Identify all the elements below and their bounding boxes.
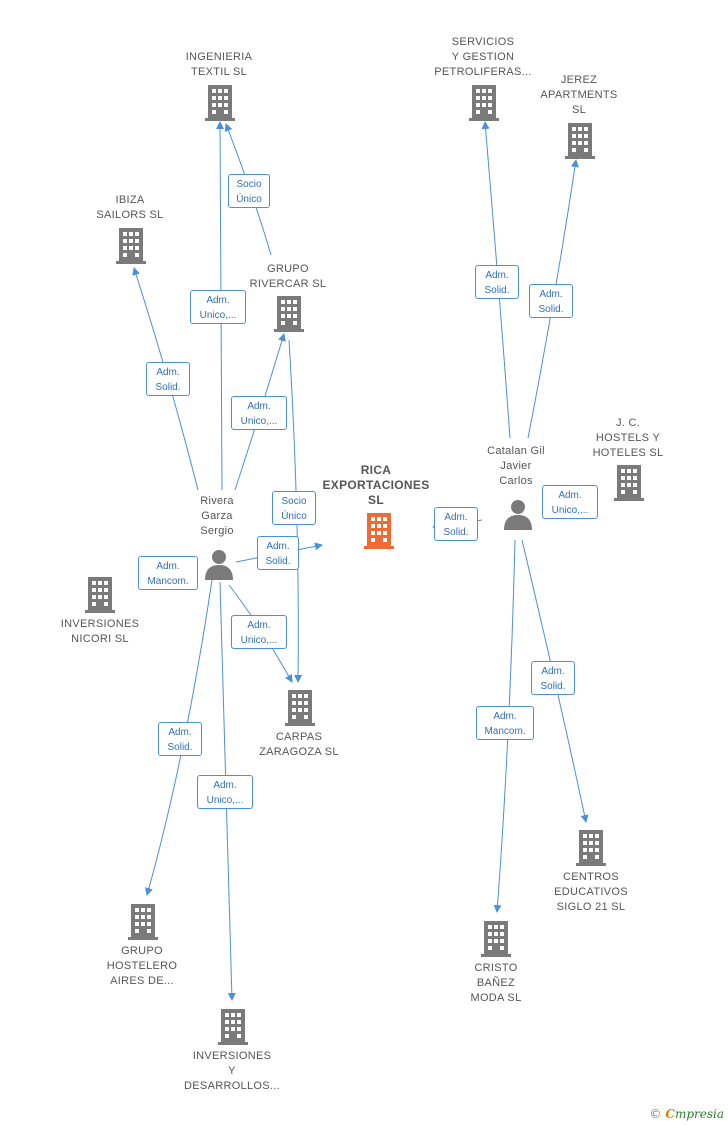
building-icon[interactable]: [576, 830, 606, 866]
relation-label[interactable]: Adm. Mancom.: [476, 706, 534, 740]
relation-label[interactable]: Adm. Solid.: [531, 661, 575, 695]
relation-label[interactable]: Adm. Solid.: [257, 536, 299, 570]
relation-label[interactable]: Socio Único: [272, 491, 316, 525]
building-icon[interactable]: [285, 690, 315, 726]
building-icon[interactable]: [614, 465, 644, 501]
company-label-hostelero[interactable]: GRUPO HOSTELERO AIRES DE...: [106, 945, 178, 987]
company-label-cristo[interactable]: CRISTO BAÑEZ MODA SL: [470, 962, 522, 1004]
person-icon[interactable]: [203, 548, 235, 580]
building-icon[interactable]: [85, 577, 115, 613]
focus-company-name[interactable]: RICA EXPORTACIONES SL: [322, 463, 430, 507]
relation-label[interactable]: Adm. Mancom.: [138, 556, 198, 590]
relation-label[interactable]: Adm. Unico,...: [197, 775, 253, 809]
relation-label[interactable]: Adm. Solid.: [158, 722, 202, 756]
brand-initial: C: [665, 1107, 675, 1121]
relation-label[interactable]: Adm. Unico,...: [231, 396, 287, 430]
company-label-carpas[interactable]: CARPAS ZARAGOZA SL: [259, 731, 339, 758]
person-label-catalan[interactable]: Catalan Gil Javier Carlos: [487, 445, 545, 487]
building-icon[interactable]: [205, 85, 235, 121]
building-icon[interactable]: [128, 904, 158, 940]
company-label-servicios[interactable]: SERVICIOS Y GESTION PETROLIFERAS...: [434, 36, 532, 78]
focus-building-icon[interactable]: [364, 513, 394, 549]
copyright-symbol: ©: [649, 1107, 662, 1121]
company-label-desarrollos[interactable]: INVERSIONES Y DESARROLLOS...: [184, 1050, 280, 1092]
company-label-jc[interactable]: J. C. HOSTELS Y HOTELES SL: [592, 417, 664, 459]
relation-label[interactable]: Adm. Solid.: [434, 507, 478, 541]
relation-label[interactable]: Adm. Solid.: [146, 362, 190, 396]
building-icon[interactable]: [469, 85, 499, 121]
person-icon[interactable]: [502, 498, 534, 530]
company-label-jerez[interactable]: JEREZ APARTMENTS SL: [540, 74, 618, 116]
company-label-centros[interactable]: CENTROS EDUCATIVOS SIGLO 21 SL: [554, 871, 628, 913]
relation-label[interactable]: Adm. Solid.: [529, 284, 573, 318]
building-icon[interactable]: [565, 123, 595, 159]
building-icon[interactable]: [274, 296, 304, 332]
brand-name: mpresia: [674, 1107, 724, 1121]
company-label-ibiza[interactable]: IBIZA SAILORS SL: [96, 194, 164, 221]
person-label-rivera[interactable]: Rivera Garza Sergio: [200, 495, 234, 537]
building-icon[interactable]: [218, 1009, 248, 1045]
company-label-ingenieria[interactable]: INGENIERIA TEXTIL SL: [185, 51, 253, 78]
company-label-nicori[interactable]: INVERSIONES NICORI SL: [60, 618, 140, 645]
relation-label[interactable]: Socio Único: [228, 174, 270, 208]
company-label-rivercar[interactable]: GRUPO RIVERCAR SL: [249, 263, 327, 290]
footer-brand[interactable]: ©Cmpresia: [649, 1107, 724, 1121]
relation-label[interactable]: Adm. Unico,...: [231, 615, 287, 649]
building-icon[interactable]: [116, 228, 146, 264]
relation-label[interactable]: Adm. Unico,...: [190, 290, 246, 324]
relation-label[interactable]: Adm. Unico,...: [542, 485, 598, 519]
relation-label[interactable]: Adm. Solid.: [475, 265, 519, 299]
building-icon[interactable]: [481, 921, 511, 957]
